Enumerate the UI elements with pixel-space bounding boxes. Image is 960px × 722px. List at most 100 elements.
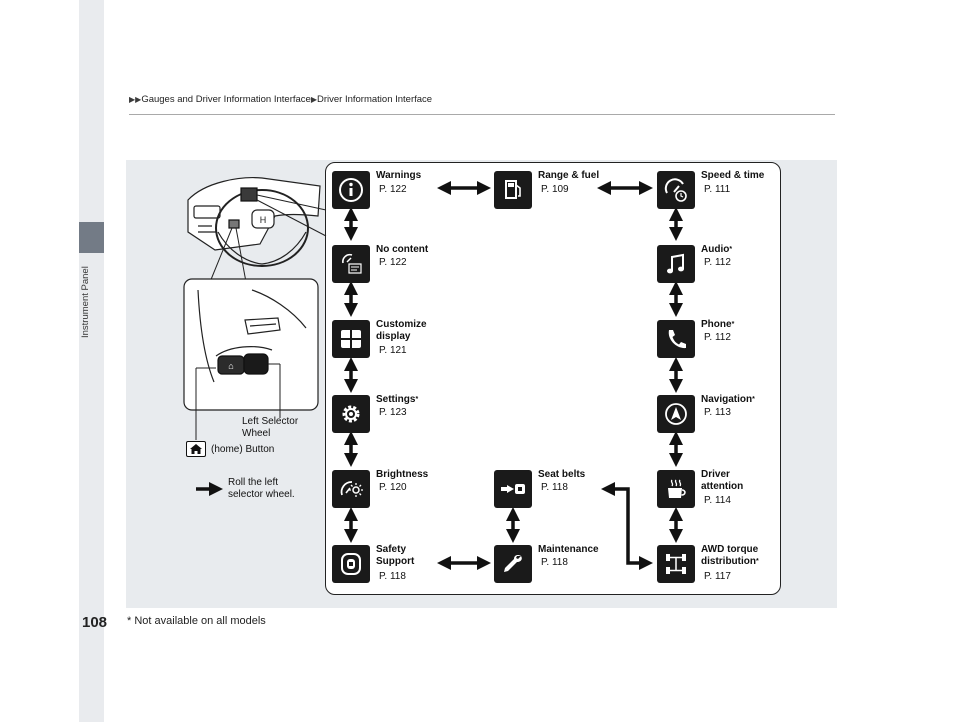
footnote-mark: *	[415, 396, 419, 403]
footnote-mark: *	[756, 558, 759, 565]
coffee-cup-icon	[668, 479, 686, 498]
navigation-page-ref[interactable]: P. 113	[704, 407, 731, 418]
maintenance-label: Maintenance	[538, 544, 599, 555]
navigation-tile[interactable]	[657, 395, 695, 433]
sidebar-section-tab	[79, 222, 104, 253]
settings-label: Settings*	[376, 394, 418, 406]
phone-icon	[668, 330, 686, 349]
awd-torque-label-line2: distribution	[701, 556, 756, 567]
settings-tile[interactable]	[332, 395, 370, 433]
footnote-mark: *	[729, 246, 733, 253]
home-button-badge	[186, 441, 206, 457]
brightness-icon	[340, 481, 363, 497]
customize-display-tile[interactable]	[332, 320, 370, 358]
range-fuel-label: Range & fuel	[538, 170, 600, 181]
settings-label-text: Settings	[376, 394, 416, 405]
info-icon	[339, 178, 363, 202]
driver-attention-label-line2: attention	[701, 481, 744, 492]
roll-callout-line1: Roll the left	[228, 477, 279, 488]
phone-label: Phone*	[701, 319, 734, 331]
audio-label-text: Audio	[701, 244, 730, 255]
safety-shield-icon	[341, 553, 361, 575]
maintenance-page-ref[interactable]: P. 118	[541, 557, 568, 568]
svg-text:⌂: ⌂	[228, 361, 233, 371]
footnote-mark: *	[752, 396, 755, 403]
footnote: * Not available on all models	[127, 615, 266, 627]
range-fuel-tile[interactable]	[494, 171, 532, 209]
navigation-label: Navigation*	[701, 394, 755, 406]
footnote-mark: *	[731, 321, 735, 328]
audio-page-ref[interactable]: P. 112	[704, 257, 731, 268]
safety-support-label-line1: Safety	[376, 544, 407, 555]
audio-label: Audio*	[701, 244, 732, 256]
breadcrumb-item[interactable]: Gauges and Driver Information Interface	[141, 94, 311, 105]
speedometer-clock-icon	[664, 178, 687, 202]
driver-attention-page-ref[interactable]: P. 114	[704, 495, 731, 506]
audio-tile[interactable]	[657, 245, 695, 283]
safety-support-tile[interactable]	[332, 545, 370, 583]
speed-time-page-ref[interactable]: P. 111	[704, 184, 731, 195]
brightness-label: Brightness	[376, 469, 429, 480]
awd-torque-tile[interactable]	[657, 545, 695, 583]
phone-page-ref[interactable]: P. 112	[704, 332, 731, 343]
left-selector-callout-line1: Left Selector	[242, 416, 299, 427]
speed-time-label: Speed & time	[701, 170, 765, 181]
home-button-callout: (home) Button	[211, 444, 275, 455]
safety-support-page-ref[interactable]: P. 118	[379, 571, 406, 582]
brightness-tile[interactable]	[332, 470, 370, 508]
customize-display-label-line1: Customize	[376, 319, 427, 330]
customize-display-page-ref[interactable]: P. 121	[379, 345, 407, 356]
svg-text:H: H	[260, 215, 267, 225]
driver-attention-tile[interactable]	[657, 470, 695, 508]
phone-tile[interactable]	[657, 320, 695, 358]
steering-wheel-illustration: H ⌂	[183, 177, 327, 440]
home-icon	[190, 444, 202, 454]
seat-belts-tile[interactable]	[494, 470, 532, 508]
seat-belt-buckle-icon	[501, 484, 525, 494]
warnings-tile[interactable]	[332, 171, 370, 209]
menu-flow-arrows	[344, 181, 683, 570]
roll-callout-line2: selector wheel.	[228, 489, 295, 500]
breadcrumb: ▶▶Gauges and Driver Information Interfac…	[129, 94, 432, 105]
no-content-page-ref[interactable]: P. 122	[379, 257, 407, 268]
awd-torque-label-line1: AWD torque	[701, 544, 759, 555]
fuel-pump-icon	[505, 180, 521, 199]
awd-torque-page-ref[interactable]: P. 117	[704, 571, 731, 582]
header-divider	[129, 114, 835, 115]
gear-icon	[342, 405, 360, 423]
wrench-icon	[504, 555, 522, 572]
maintenance-tile[interactable]	[494, 545, 532, 583]
no-content-label: No content	[376, 244, 429, 255]
settings-page-ref[interactable]: P. 123	[379, 407, 407, 418]
brightness-page-ref[interactable]: P. 120	[379, 482, 407, 493]
breadcrumb-arrow-icon: ▶	[310, 95, 317, 104]
seat-belts-page-ref[interactable]: P. 118	[541, 482, 568, 493]
safety-support-label-line2: Support	[376, 556, 415, 567]
seat-belts-label: Seat belts	[538, 469, 586, 480]
navigation-label-text: Navigation	[701, 394, 753, 405]
phone-label-text: Phone	[701, 319, 732, 330]
music-note-icon	[667, 253, 684, 274]
speed-time-tile[interactable]	[657, 171, 695, 209]
customize-display-label-line2: display	[376, 331, 411, 342]
awd-drivetrain-icon	[666, 554, 686, 574]
page-number: 108	[82, 614, 108, 631]
range-fuel-page-ref[interactable]: P. 109	[541, 184, 569, 195]
sidebar	[79, 0, 104, 722]
driver-attention-label-line1: Driver	[701, 469, 730, 480]
layout-grid-icon	[341, 330, 361, 348]
breadcrumb-item[interactable]: Driver Information Interface	[316, 94, 433, 105]
no-content-icon	[342, 253, 362, 274]
warnings-page-ref[interactable]: P. 122	[379, 184, 407, 195]
left-selector-callout-line2: Wheel	[242, 428, 271, 439]
no-content-tile[interactable]	[332, 245, 370, 283]
compass-arrow-icon	[665, 403, 687, 425]
display-menu-frame	[325, 162, 781, 595]
